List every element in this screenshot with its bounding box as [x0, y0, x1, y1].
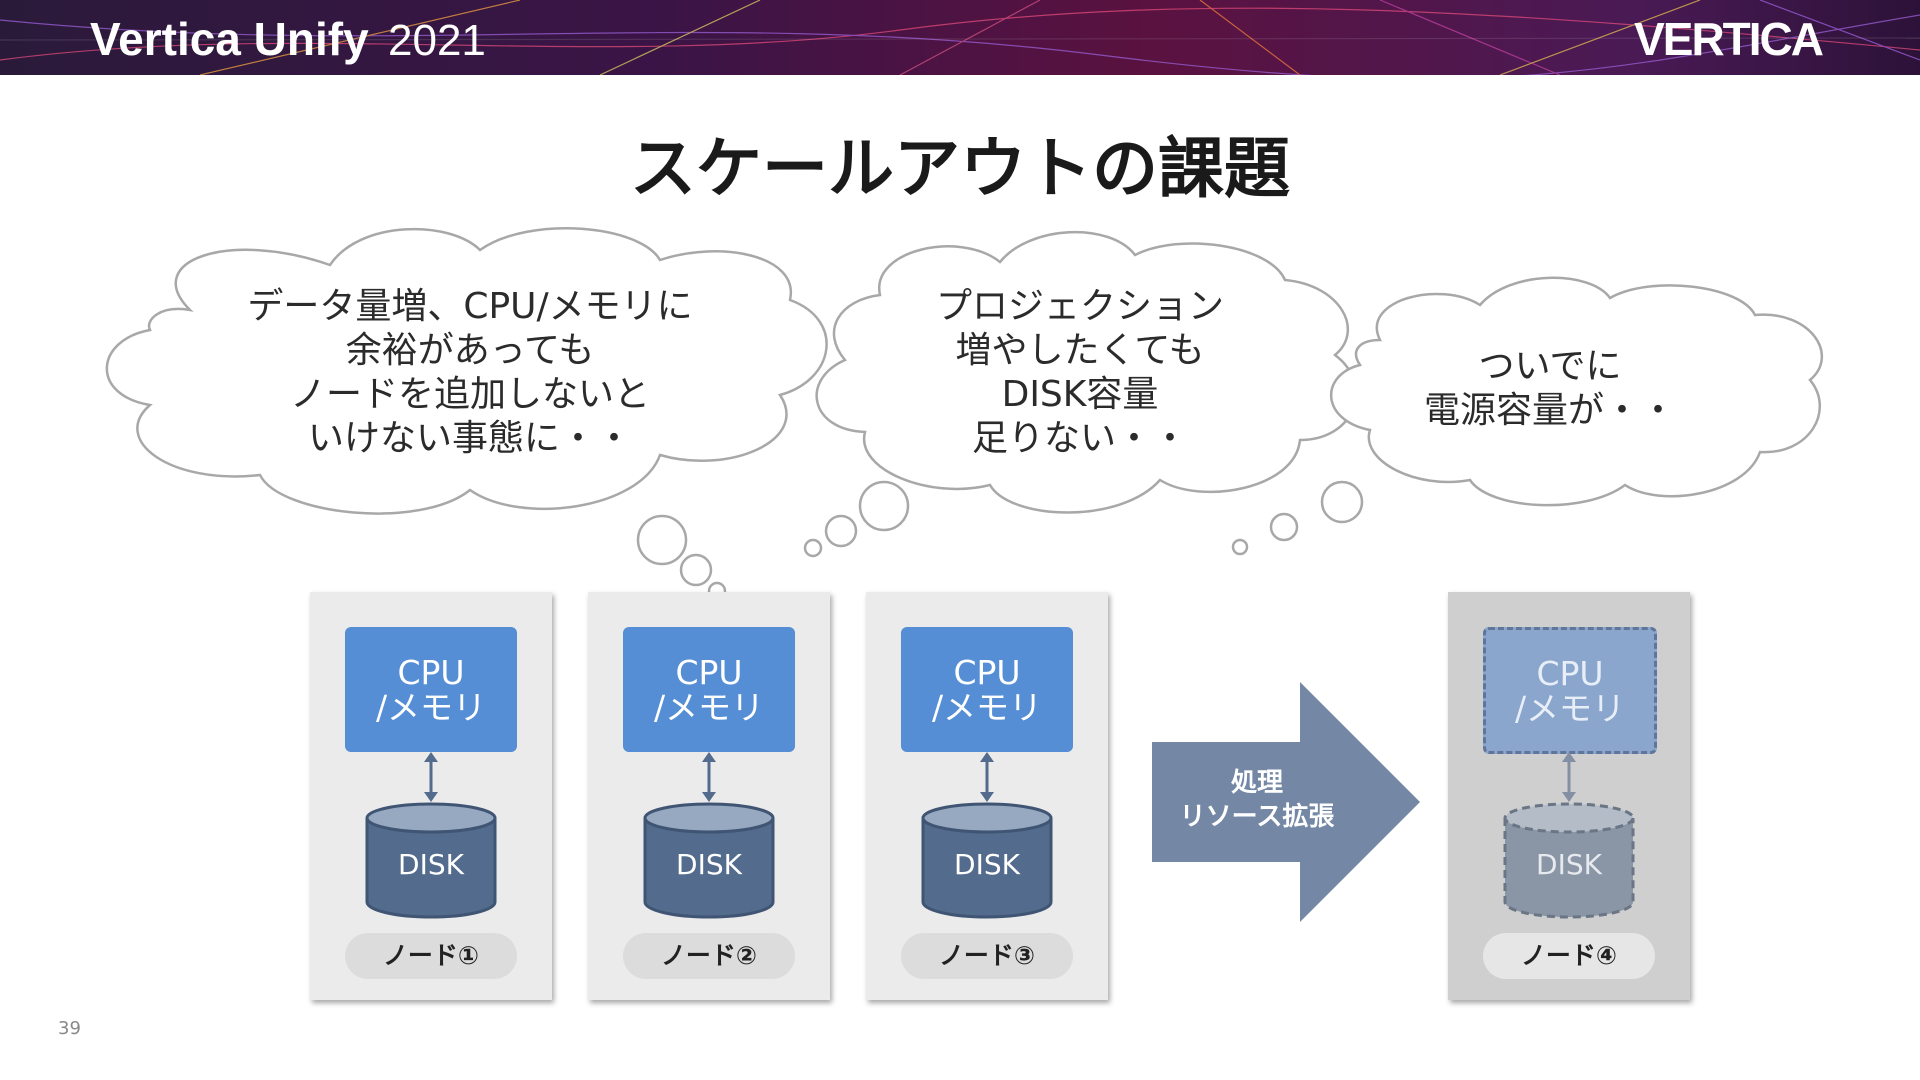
- cloud-3-text: ついでに 電源容量が・・: [1400, 345, 1700, 433]
- event-year: 2021: [388, 16, 486, 65]
- node-3-cpu-memory-box: CPU /メモリ: [901, 627, 1073, 752]
- memory-label: /メモリ: [375, 687, 487, 727]
- node-2-disk-label: DISK: [676, 848, 742, 881]
- node-1-label: ノード①: [345, 933, 517, 979]
- bidirectional-arrow-icon: [980, 752, 994, 802]
- cloud-3-line-1: ついでに: [1478, 346, 1622, 387]
- node-1-panel: CPU /メモリ DISK ノード①: [310, 592, 552, 1000]
- cloud-3-line-2: 電源容量が・・: [1423, 390, 1676, 431]
- cloud-3-shape: [1231, 276, 1823, 556]
- node-2-disk-icon: [643, 802, 775, 919]
- cloud-1-text: データ量増、CPU/メモリに 余裕があっても ノードを追加しないと いけない事態…: [190, 285, 750, 461]
- arrow-line-1: 処理: [1230, 768, 1283, 798]
- node-3-panel: CPU /メモリ DISK ノード③: [866, 592, 1108, 1000]
- bidirectional-arrow-icon: [702, 752, 716, 802]
- header-banner: Vertica Unify 2021 VERTICA: [0, 0, 1920, 75]
- arrow-line-2: リソース拡張: [1179, 802, 1335, 832]
- memory-label: /メモリ: [931, 687, 1043, 727]
- node-4-label: ノード④: [1483, 933, 1655, 979]
- slide-title: スケールアウトの課題: [630, 130, 1290, 207]
- cpu-label: CPU: [397, 652, 465, 692]
- node-2-panel: CPU /メモリ DISK ノード②: [588, 592, 830, 1000]
- node-1-disk-label: DISK: [398, 848, 464, 881]
- event-name: Vertica Unify: [90, 13, 369, 65]
- cloud-2-line-2: 増やしたくても: [955, 330, 1205, 371]
- node-2-cpu-memory-box: CPU /メモリ: [623, 627, 795, 752]
- node-4-disk-icon: [1503, 802, 1635, 919]
- node-3-disk-label: DISK: [954, 848, 1020, 881]
- cloud-1-line-3: ノードを追加しないと: [289, 374, 650, 415]
- node-4-disk-label: DISK: [1536, 848, 1602, 881]
- cpu-label: CPU: [953, 652, 1021, 692]
- expansion-arrow-icon: [1152, 682, 1420, 922]
- cloud-2-text: プロジェクション 増やしたくても DISK容量 足りない・・: [880, 285, 1280, 461]
- bidirectional-arrow-icon: [1562, 752, 1576, 802]
- vertica-logo: VERTICA: [1634, 13, 1823, 65]
- cloud-2-line-3: DISK容量: [1001, 374, 1159, 415]
- page-number: 39: [58, 1018, 81, 1039]
- cloud-1-line-2: 余裕があっても: [345, 330, 595, 371]
- node-2-label: ノード②: [623, 933, 795, 979]
- node-1-disk-icon: [365, 802, 497, 919]
- cloud-2-shape: [803, 231, 1358, 558]
- cloud-2-line-4: 足りない・・: [971, 418, 1188, 459]
- memory-label: /メモリ: [653, 687, 765, 727]
- cpu-label: CPU: [675, 652, 743, 692]
- cpu-label: CPU: [1536, 653, 1604, 693]
- cloud-1-line-1: データ量増、CPU/メモリに: [247, 286, 693, 327]
- cloud-1-shape: [105, 227, 828, 601]
- expansion-arrow-label: 処理 リソース拡張: [1152, 766, 1362, 834]
- node-4-panel: CPU /メモリ DISK ノード④: [1448, 592, 1690, 1000]
- cloud-1-line-4: いけない事態に・・: [307, 418, 632, 459]
- bidirectional-arrow-icon: [424, 752, 438, 802]
- node-3-label: ノード③: [901, 933, 1073, 979]
- node-1-cpu-memory-box: CPU /メモリ: [345, 627, 517, 752]
- node-4-cpu-memory-box: CPU /メモリ: [1483, 627, 1657, 754]
- node-3-disk-icon: [921, 802, 1053, 919]
- cloud-2-line-1: プロジェクション: [935, 286, 1224, 327]
- memory-label: /メモリ: [1514, 688, 1626, 728]
